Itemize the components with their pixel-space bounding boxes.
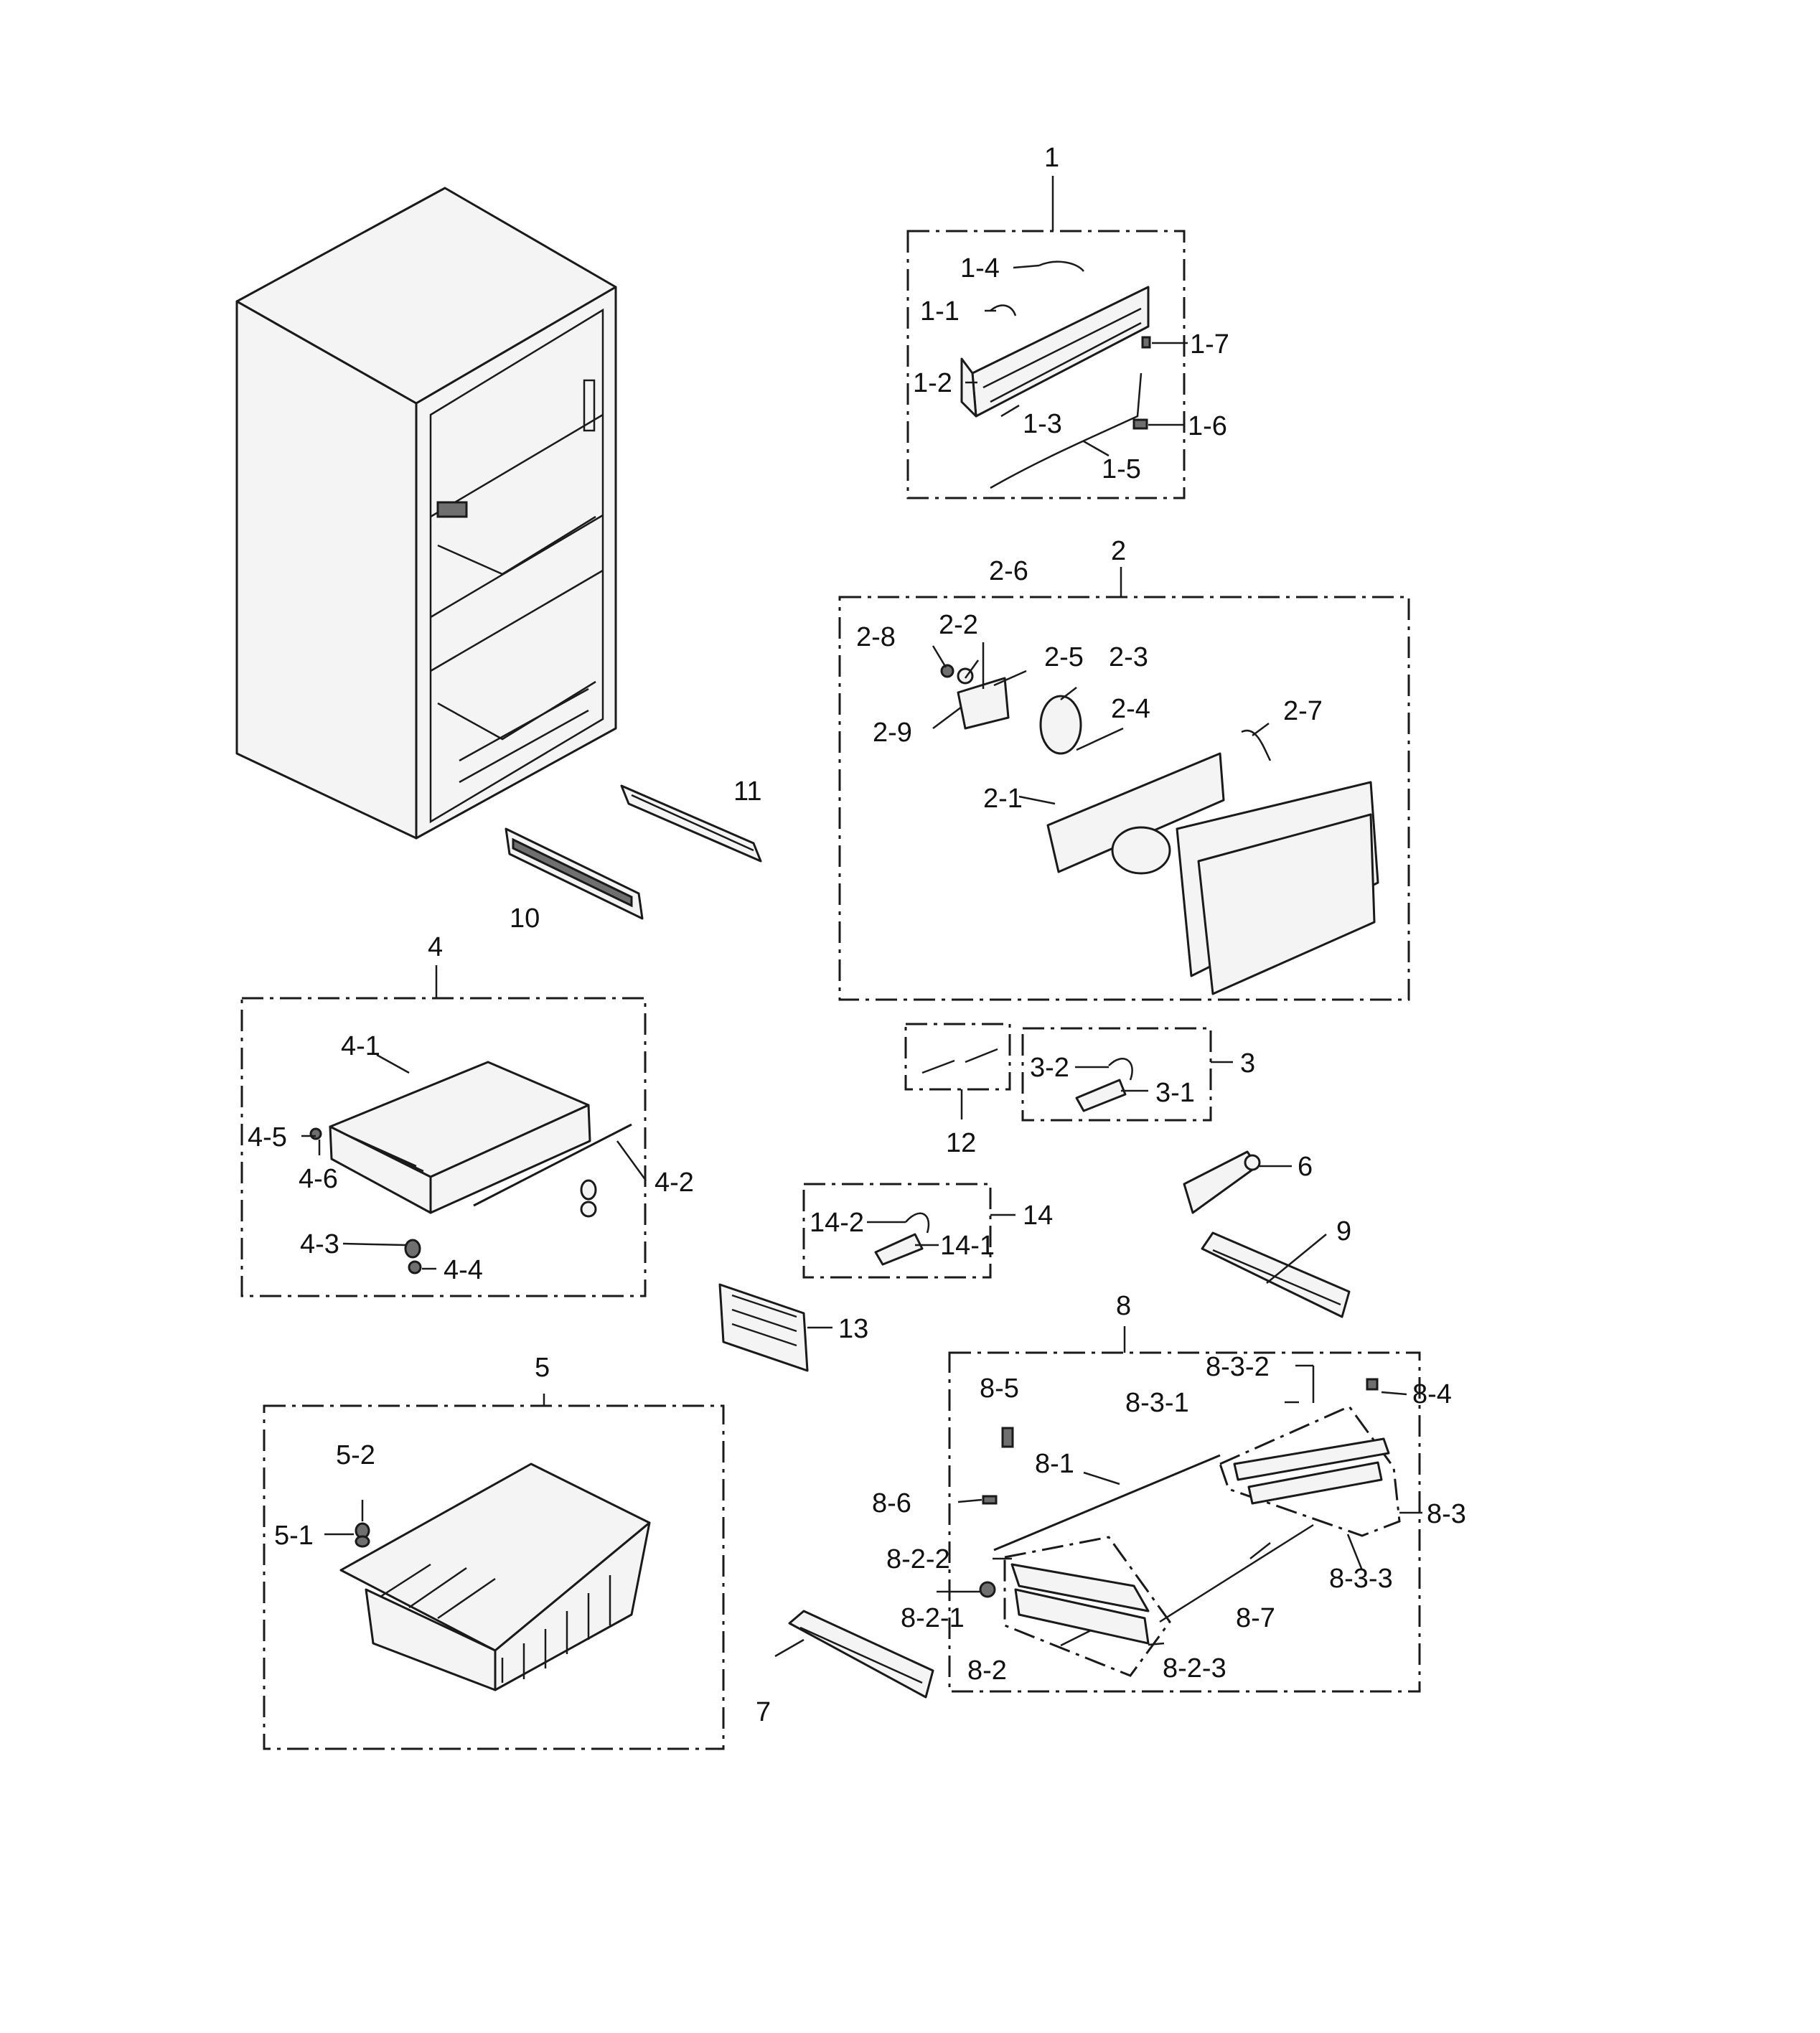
callout-4-5: 4-5 [248, 1122, 287, 1152]
callout-13: 13 [838, 1314, 868, 1344]
callout-4-6: 4-6 [299, 1164, 338, 1194]
callout-11: 11 [733, 776, 761, 807]
callout-2-8: 2-8 [856, 622, 896, 652]
callout-5-2: 5-2 [336, 1440, 375, 1470]
callout-8-3-2: 8-3-2 [1206, 1352, 1270, 1382]
assembly-1-box [906, 176, 1188, 499]
callout-8-2-1: 8-2-1 [901, 1603, 965, 1633]
callout-10: 10 [510, 903, 540, 934]
callout-2-7: 2-7 [1283, 696, 1323, 726]
callout-3: 3 [1240, 1048, 1255, 1079]
assembly-4-box [240, 965, 647, 1297]
refrigerator-cabinet [235, 187, 617, 840]
callout-3-2: 3-2 [1030, 1053, 1069, 1083]
part-7-rail [774, 1610, 934, 1699]
callout-1-4: 1-4 [960, 253, 1000, 283]
callout-2-1: 2-1 [983, 784, 1023, 814]
part-10-rail [505, 827, 644, 920]
callout-14-1: 14-1 [940, 1231, 995, 1261]
callout-labels: 1 1-4 1-1 1-7 1-2 1-3 1-6 1-5 2 2-6 2-2 … [248, 143, 1466, 1727]
callout-8: 8 [1116, 1291, 1131, 1321]
callout-1-1: 1-1 [920, 296, 960, 327]
callout-8-7: 8-7 [1236, 1603, 1275, 1633]
callout-14-2: 14-2 [810, 1208, 864, 1238]
callout-3-1: 3-1 [1155, 1078, 1195, 1108]
callout-12: 12 [946, 1128, 976, 1158]
callout-9: 9 [1336, 1216, 1351, 1246]
callout-8-3: 8-3 [1427, 1499, 1466, 1529]
callout-2-3: 2-3 [1109, 642, 1148, 672]
callout-5: 5 [535, 1353, 550, 1383]
callout-8-2-2: 8-2-2 [886, 1544, 950, 1574]
callout-1-6: 1-6 [1188, 411, 1227, 441]
callout-8-2-3: 8-2-3 [1163, 1653, 1226, 1684]
assembly-5-box [263, 1394, 725, 1750]
callout-4: 4 [428, 932, 443, 962]
callout-1-5: 1-5 [1102, 454, 1141, 484]
callout-2-6: 2-6 [989, 556, 1028, 586]
callout-4-3: 4-3 [300, 1229, 339, 1259]
callout-8-5: 8-5 [980, 1374, 1019, 1404]
callout-7: 7 [756, 1697, 771, 1727]
callout-1-7: 1-7 [1190, 329, 1229, 360]
assembly-14-box [802, 1183, 1015, 1279]
assembly-8-box [937, 1326, 1422, 1693]
callout-5-1: 5-1 [274, 1521, 314, 1551]
part-9-rail [1201, 1231, 1351, 1318]
callout-8-1: 8-1 [1035, 1449, 1074, 1479]
part-11-rail [620, 784, 762, 863]
callout-4-4: 4-4 [444, 1255, 483, 1285]
callout-8-6: 8-6 [872, 1488, 911, 1518]
callout-8-4: 8-4 [1412, 1379, 1452, 1409]
assembly-2-box [838, 567, 1410, 1001]
part-12-box [904, 1023, 1011, 1119]
callout-1-2: 1-2 [913, 368, 952, 398]
callout-4-1: 4-1 [341, 1031, 380, 1061]
part-13-panel [718, 1283, 832, 1372]
callout-2: 2 [1111, 536, 1126, 566]
callout-2-9: 2-9 [873, 718, 912, 748]
assembly-3-box [1021, 1027, 1233, 1122]
callout-14: 14 [1023, 1201, 1053, 1231]
callout-2-4: 2-4 [1111, 694, 1150, 724]
callout-1-3: 1-3 [1023, 409, 1062, 439]
callout-2-5: 2-5 [1044, 642, 1084, 672]
part-6-bracket [1183, 1150, 1292, 1214]
callout-8-3-3: 8-3-3 [1329, 1564, 1393, 1594]
callout-8-3-1: 8-3-1 [1125, 1388, 1189, 1418]
callout-6: 6 [1298, 1152, 1313, 1182]
callout-2-2: 2-2 [939, 610, 978, 640]
callout-4-2: 4-2 [655, 1168, 694, 1198]
callout-1: 1 [1044, 143, 1059, 173]
callout-8-2: 8-2 [967, 1656, 1007, 1686]
